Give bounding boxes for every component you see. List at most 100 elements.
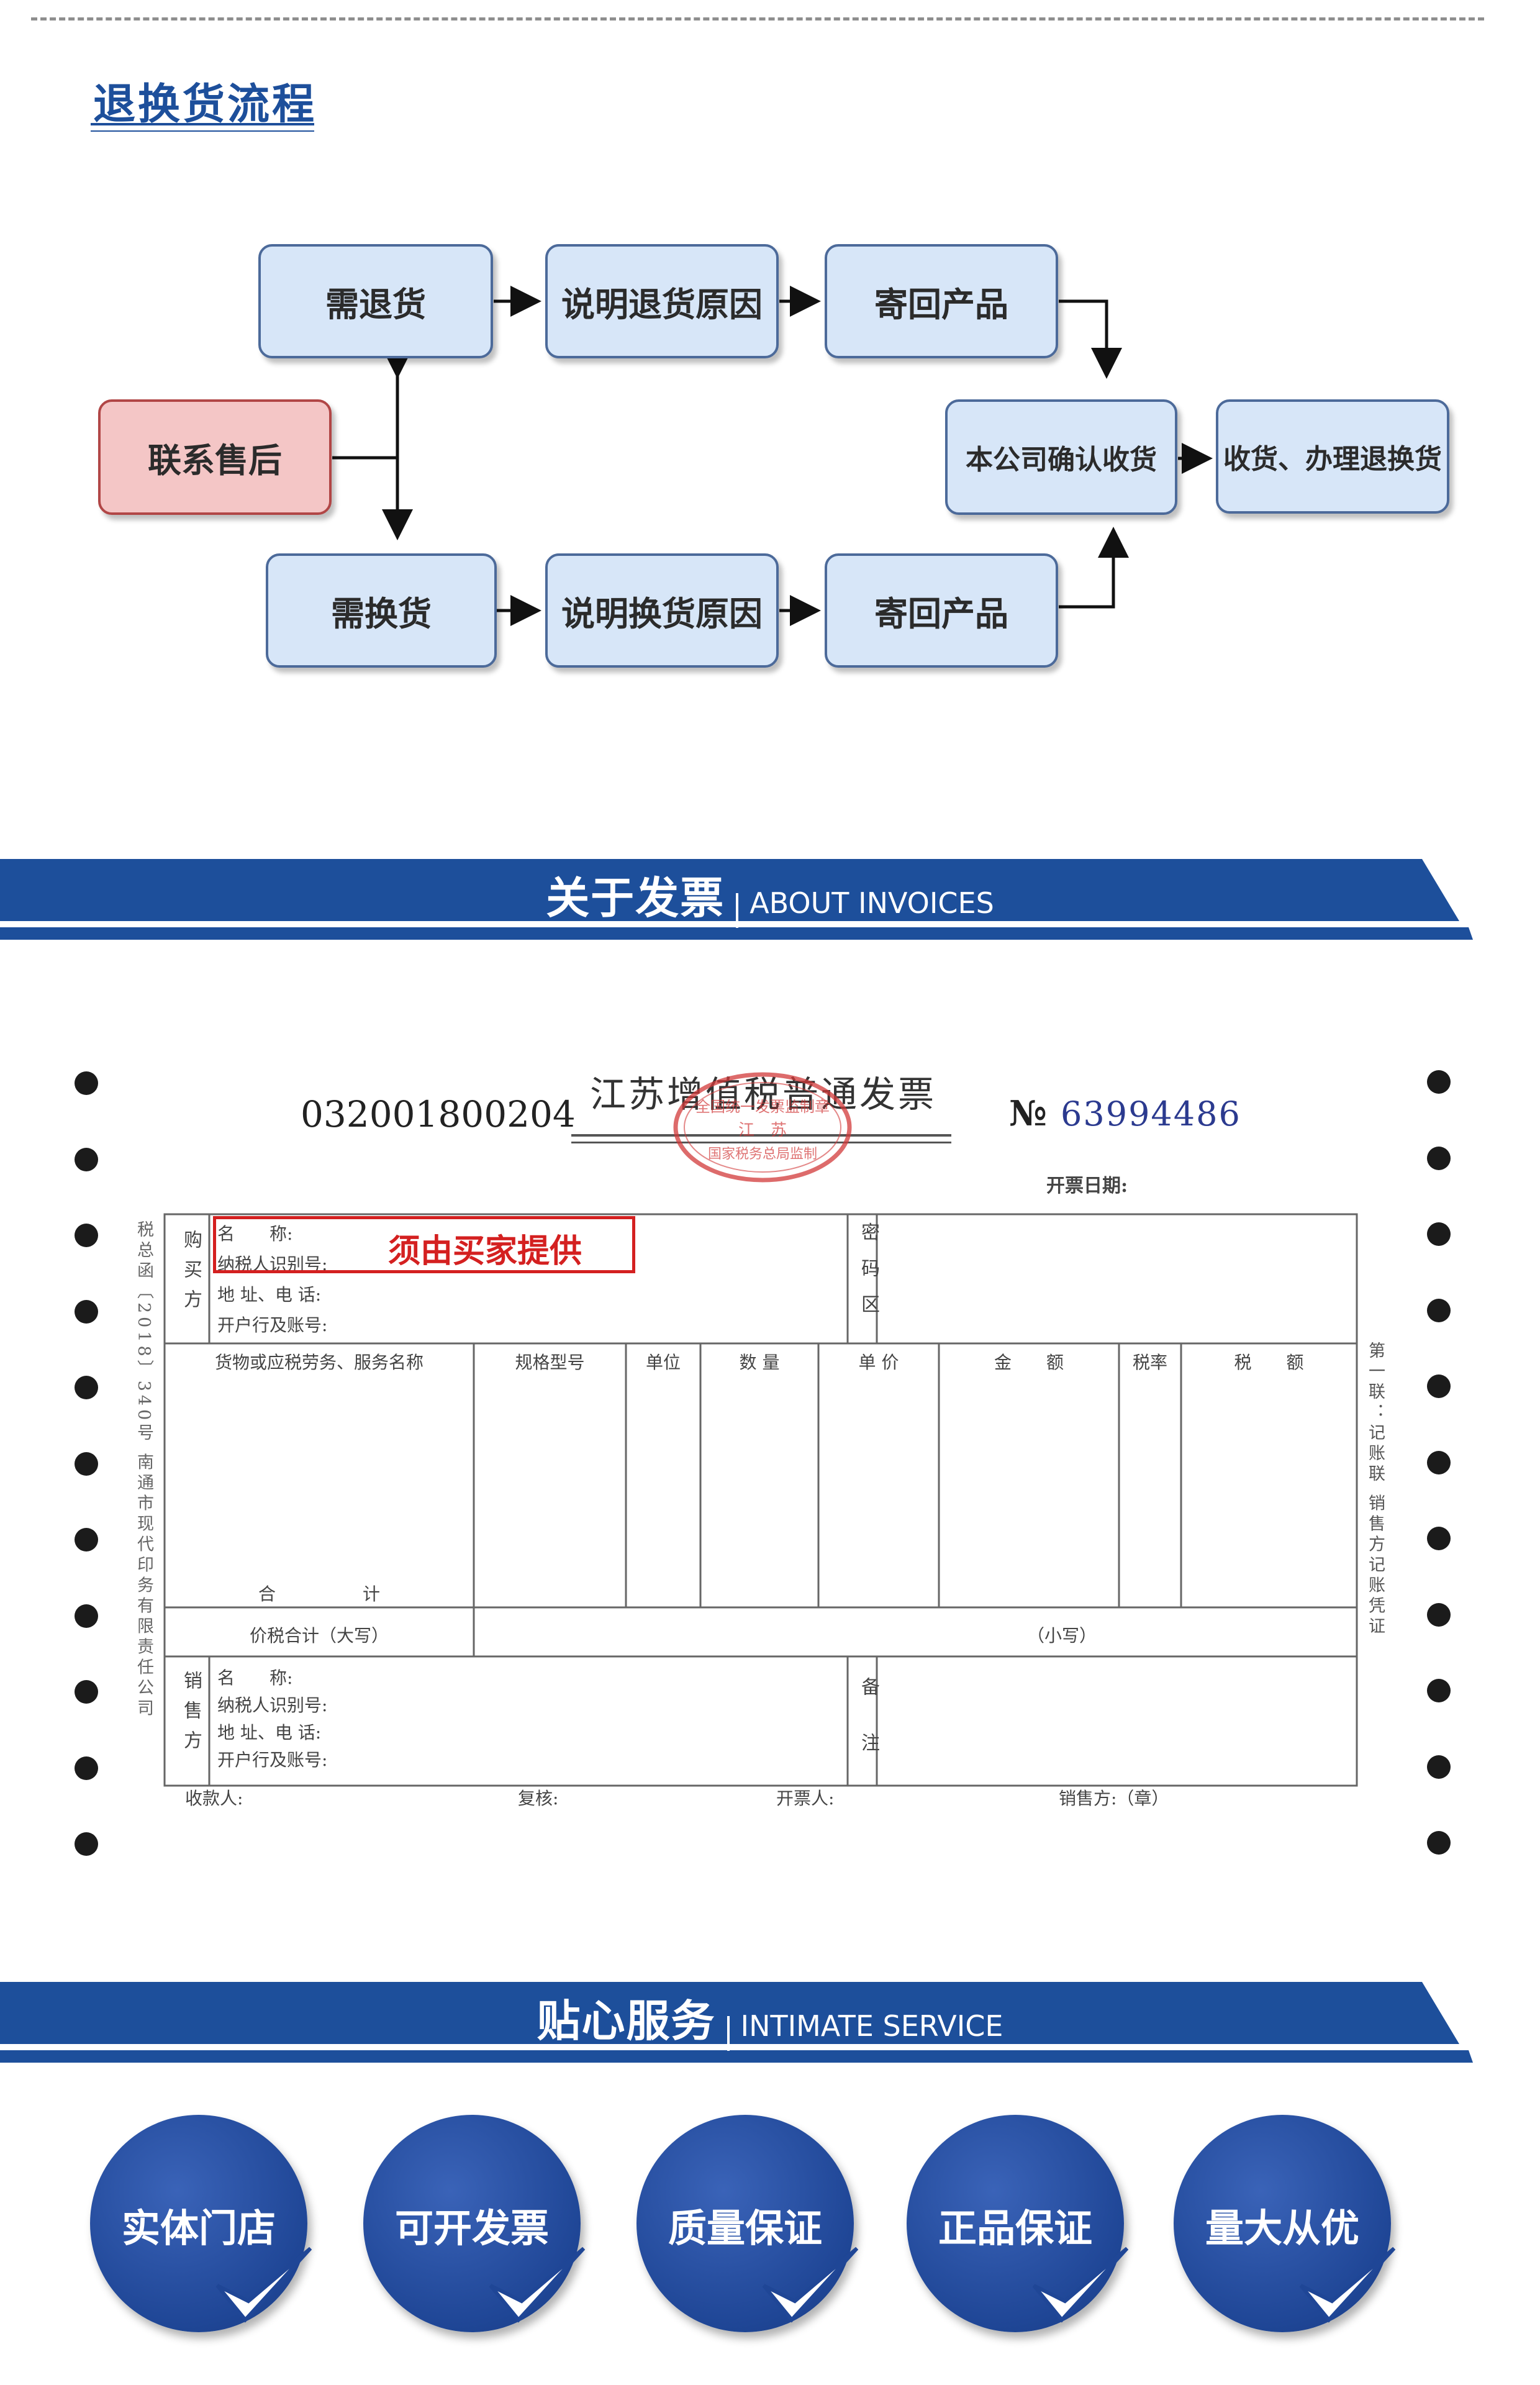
service-badge: 可开发票 [363,2115,586,2332]
buyer-address-label: 地 址、电 话: [217,1284,322,1305]
punch-hole [1427,1299,1451,1322]
punch-hole [75,1680,98,1704]
service-banner-en: INTIMATE SERVICE [740,2009,1003,2043]
punch-hole [75,1832,98,1856]
tax-inclusive-total-label: 价税合计（大写） [249,1625,389,1646]
punch-hole [75,1376,98,1399]
punch-hole [1427,1831,1451,1855]
service-banner-cn: 贴心服务 [537,1996,716,2047]
reviewer-label: 复核: [518,1788,559,1809]
punch-hole [75,1452,98,1476]
buyer-fields: 名 称: 纳税人识别号: 地 址、电 话: 开户行及账号: [217,1219,327,1340]
svg-text:江 苏: 江 苏 [738,1121,787,1140]
service-badge: 质量保证 [636,2115,859,2332]
punch-hole [1427,1147,1451,1170]
invoice-code: 032001800204 [301,1093,576,1135]
title-double-line-2 [571,1142,951,1143]
punch-hole [75,1604,98,1628]
service-badge-label: 量大从优 [1205,2206,1359,2251]
title-underline-thin [91,130,314,132]
flow-step-send-back-exchange: 寄回产品 [825,553,1058,668]
invoice-number: 63994486 [1061,1094,1241,1133]
svg-text:国家税务总局监制: 国家税务总局监制 [708,1147,817,1162]
flow-step-exchange-reason: 说明换货原因 [545,553,779,668]
punch-hole [1427,1451,1451,1474]
check-mark-icon [215,2246,312,2323]
service-badge: 量大从优 [1174,2115,1396,2332]
issuer-label: 开票人: [776,1788,835,1809]
tax-bureau-seal: 全国统一发票监制章 江 苏 国家税务总局监制 [673,1072,852,1183]
buyer-name-label: 名 称: [217,1224,293,1244]
invoice-banner-en: ABOUT INVOICES [750,886,994,920]
invoice-title: 江苏增值税普通发票 [590,1073,937,1115]
punch-hole [75,1756,98,1780]
service-badge-label: 可开发票 [394,2206,549,2251]
check-mark-icon [762,2246,859,2323]
invoice-table-grid [163,1213,1358,1787]
title-underline [91,123,314,125]
col-tax-rate: 税率 [1132,1352,1167,1373]
small-amount-label: （小写） [1026,1625,1097,1646]
col-spec: 规格型号 [515,1352,585,1373]
seller-tax-id-label: 纳税人识别号: [217,1695,328,1715]
flow-connectors [332,286,1213,626]
punch-hole [1427,1222,1451,1246]
col-quantity: 数 量 [739,1352,780,1373]
punch-hole [75,1224,98,1247]
total-label: 合 计 [258,1584,380,1604]
seller-name-label: 名 称: [217,1668,293,1688]
invoice-number-label: № [1009,1093,1047,1134]
service-badge: 实体门店 [90,2115,312,2332]
buyer-side-label: 购买方 [180,1230,202,1319]
seller-address-label: 地 址、电 话: [217,1722,322,1743]
cipher-area-label: 密码区 [858,1222,879,1330]
remarks-label: 备注 [858,1677,879,1789]
seller-seal-label: 销售方:（章） [1059,1788,1169,1809]
service-banner: 贴心服务 INTIMATE SERVICE [0,1986,1540,2051]
punch-hole [75,1300,98,1324]
invoice-banner: 关于发票 ABOUT INVOICES [0,863,1540,928]
flow-step-confirm-receipt: 本公司确认收货 [945,399,1177,515]
buyer-bank-label: 开户行及账号: [217,1315,328,1335]
service-badge-label: 质量保证 [668,2206,822,2251]
svg-text:全国统一发票监制章: 全国统一发票监制章 [695,1098,830,1115]
punch-hole [75,1071,98,1095]
payee-label: 收款人: [185,1788,243,1809]
flow-step-process-return: 收货、办理退换货 [1216,399,1449,514]
callout-buyer-provides: 须由买家提供 [388,1233,582,1270]
title-double-line [571,1134,951,1137]
seller-fields: 名 称: 纳税人识别号: 地 址、电 话: 开户行及账号: [217,1665,327,1774]
col-unit: 单位 [645,1352,681,1373]
col-goods-name: 货物或应税劳务、服务名称 [214,1352,424,1373]
invoice-banner-bg [0,859,1473,940]
punch-hole [1427,1374,1451,1398]
top-divider [31,17,1484,20]
check-mark-icon [1299,2246,1396,2323]
invoice-banner-cn: 关于发票 [546,873,725,924]
flow-step-send-back-return: 寄回产品 [825,244,1058,358]
flow-step-need-return: 需退货 [258,244,493,358]
service-badge-label: 正品保证 [938,2206,1092,2251]
printer-note-vertical: 税总函〔2018〕340号 南通市现代印务有限责任公司 [134,1220,153,1720]
col-unit-price: 单 价 [858,1352,899,1373]
seller-side-label: 销售方 [180,1671,202,1760]
service-badge-label: 实体门店 [121,2206,276,2251]
punch-hole [75,1528,98,1551]
punch-hole [1427,1603,1451,1627]
col-amount: 金 额 [994,1352,1064,1373]
service-badge: 正品保证 [907,2115,1129,2332]
invoice-date-label: 开票日期: [1046,1175,1128,1197]
callout-box [213,1216,635,1273]
punch-hole [1427,1070,1451,1094]
check-mark-icon [1032,2246,1129,2323]
col-tax-amount: 税 额 [1234,1352,1304,1373]
seller-bank-label: 开户行及账号: [217,1750,328,1770]
check-mark-icon [489,2246,586,2323]
flow-step-contact-after-sales: 联系售后 [98,399,332,515]
punch-hole [1427,1755,1451,1779]
punch-hole [1427,1679,1451,1702]
punch-hole [1427,1527,1451,1550]
flow-step-return-reason: 说明退货原因 [545,244,779,358]
service-banner-bg [0,1982,1473,2063]
punch-hole [75,1148,98,1171]
